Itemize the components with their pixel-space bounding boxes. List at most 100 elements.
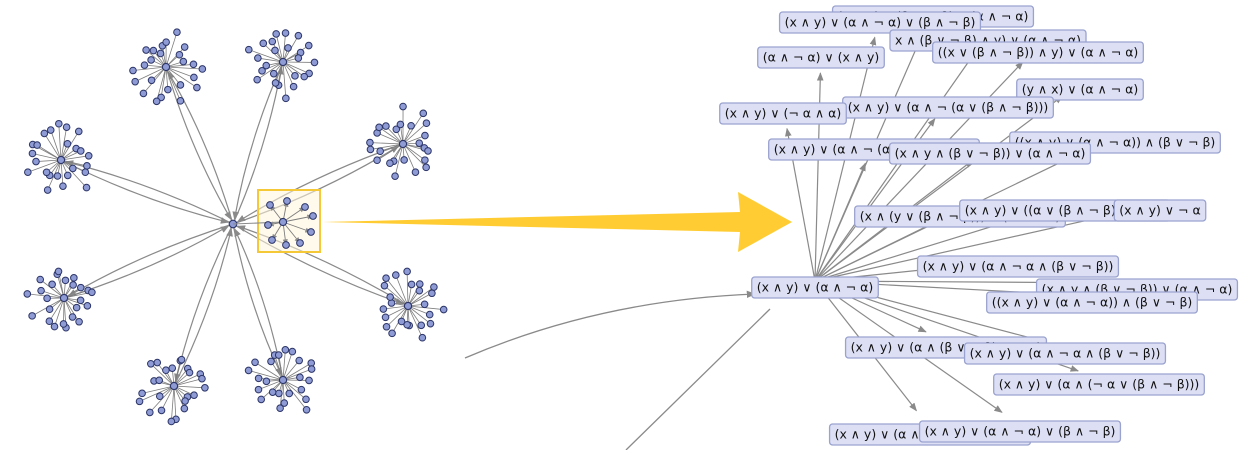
leaf-node bbox=[376, 147, 384, 156]
leaf-node bbox=[55, 119, 63, 128]
cluster-edge bbox=[134, 66, 167, 83]
leaf-node bbox=[76, 283, 85, 292]
cluster-center-node bbox=[278, 375, 288, 385]
cluster-edge bbox=[139, 385, 175, 402]
leaf-node bbox=[399, 102, 407, 111]
leaf-node bbox=[403, 320, 411, 329]
leaf-node bbox=[366, 145, 375, 154]
cluster-edge bbox=[27, 159, 62, 173]
cluster-edge bbox=[406, 271, 409, 307]
cluster-edge bbox=[58, 123, 62, 161]
cluster-edge bbox=[386, 305, 409, 328]
cluster-edge bbox=[385, 277, 409, 307]
zoomed-labels: (x ∧ y) ∨ (β ∧ ¬ β) ∨ (α ∧ ¬ α)(x ∧ y) ∨… bbox=[719, 5, 1239, 446]
cluster-edge bbox=[60, 159, 64, 187]
overview-clusters bbox=[23, 28, 448, 426]
leaf-node bbox=[400, 156, 408, 164]
cluster-edge bbox=[132, 66, 167, 71]
cluster-edge bbox=[376, 143, 404, 161]
leaf-node bbox=[37, 286, 45, 295]
leaf-node bbox=[179, 57, 188, 66]
label-box bbox=[1016, 78, 1144, 101]
leaf-node bbox=[295, 356, 303, 365]
leaf-node bbox=[288, 347, 297, 356]
cluster-edge bbox=[50, 129, 62, 161]
cluster-edge bbox=[394, 143, 404, 177]
node-cluster bbox=[366, 102, 432, 181]
incoming-edge bbox=[625, 308, 771, 450]
leaf-node bbox=[185, 368, 194, 377]
expression-node: ((x ∨ (β ∧ ¬ β)) ∧ y) ∨ (α ∧ ¬ α) bbox=[932, 41, 1144, 64]
cluster-edge bbox=[165, 66, 195, 78]
cluster-edge bbox=[407, 305, 423, 338]
cluster-edge bbox=[402, 143, 426, 161]
leaf-node bbox=[388, 329, 396, 338]
leaf-node bbox=[386, 159, 394, 168]
leaf-node bbox=[309, 212, 317, 220]
leaf-node bbox=[53, 172, 62, 180]
leaf-node bbox=[271, 79, 280, 87]
leaf-node bbox=[69, 164, 77, 173]
leaf-node bbox=[76, 147, 85, 155]
cluster-edge bbox=[165, 63, 194, 68]
cluster-edge bbox=[173, 385, 177, 420]
leaf-node bbox=[262, 377, 271, 386]
leaf-node bbox=[304, 41, 313, 50]
node-cluster bbox=[24, 119, 93, 194]
leaf-node bbox=[267, 357, 275, 366]
leaf-node bbox=[419, 109, 428, 118]
leaf-node bbox=[147, 359, 155, 368]
expression-node: (x ∧ y) ∨ (α ∧ (¬ α ∨ (β ∧ ¬ β))) bbox=[993, 373, 1205, 396]
leaf-node bbox=[294, 54, 303, 62]
leaf-node bbox=[268, 388, 277, 396]
leaf-node bbox=[74, 127, 83, 136]
label-text: (x ∧ y) ∨ (α ∧ ¬ α) ∨ (β ∧ ¬ β) bbox=[785, 15, 976, 30]
leaf-node bbox=[156, 49, 165, 58]
leaf-node bbox=[382, 322, 391, 331]
overview-edge bbox=[233, 228, 284, 381]
cluster-center-node bbox=[59, 293, 69, 303]
node-cluster bbox=[129, 28, 207, 106]
leaf-node bbox=[152, 97, 161, 106]
leaf-node bbox=[54, 267, 63, 276]
cluster-edge bbox=[43, 133, 62, 161]
cluster-edge bbox=[258, 379, 284, 390]
leaf-node bbox=[157, 406, 166, 415]
leaf-node bbox=[193, 83, 201, 92]
cluster-edge bbox=[60, 159, 87, 188]
leaf-node bbox=[285, 389, 294, 398]
leaf-node bbox=[32, 157, 40, 166]
cluster-edge bbox=[36, 144, 62, 161]
node-cluster bbox=[244, 29, 319, 103]
leaf-node bbox=[264, 221, 272, 229]
leaf-node bbox=[310, 58, 319, 67]
cluster-edge bbox=[378, 126, 404, 145]
leaf-node bbox=[302, 395, 310, 404]
overview-edge bbox=[165, 66, 232, 221]
leaf-node bbox=[280, 399, 289, 407]
highlighted-cluster bbox=[232, 197, 317, 249]
cluster-edge bbox=[282, 221, 301, 244]
leaf-node bbox=[180, 43, 189, 51]
leaf-node bbox=[301, 203, 309, 211]
leaf-node bbox=[276, 404, 284, 413]
expression-node: (x ∧ y) ∨ (α ∧ ¬ (α ∨ (β ∧ ¬ β))) bbox=[842, 96, 1054, 119]
expression-node: (x ∧ y) ∨ (α ∧ ¬ α) ∨ (β ∧ ¬ β) bbox=[918, 420, 1122, 443]
cluster-edge bbox=[256, 61, 284, 80]
cluster-edge bbox=[173, 378, 203, 387]
cluster-edge bbox=[160, 66, 167, 98]
leaf-node bbox=[380, 281, 389, 290]
overview-edge bbox=[64, 160, 234, 225]
leaf-node bbox=[258, 67, 266, 75]
cluster-edge bbox=[282, 61, 310, 74]
leaf-node bbox=[50, 322, 59, 331]
cluster-edge bbox=[282, 362, 312, 381]
leaf-node bbox=[397, 317, 406, 326]
label-text: (x ∧ y) ∨ (α ∧ ¬ α) ∨ (β ∧ ¬ β) bbox=[925, 424, 1116, 439]
leaf-node bbox=[284, 44, 292, 52]
overview-edge bbox=[173, 227, 233, 387]
label-text: ((x ∨ (β ∧ ¬ β)) ∧ y) ∨ (α ∧ ¬ α) bbox=[938, 45, 1139, 60]
label-text: (x ∧ y) ∨ (α ∧ ¬ α ∧ (β ∨ ¬ β)) bbox=[970, 346, 1161, 361]
node-cluster bbox=[23, 267, 96, 332]
